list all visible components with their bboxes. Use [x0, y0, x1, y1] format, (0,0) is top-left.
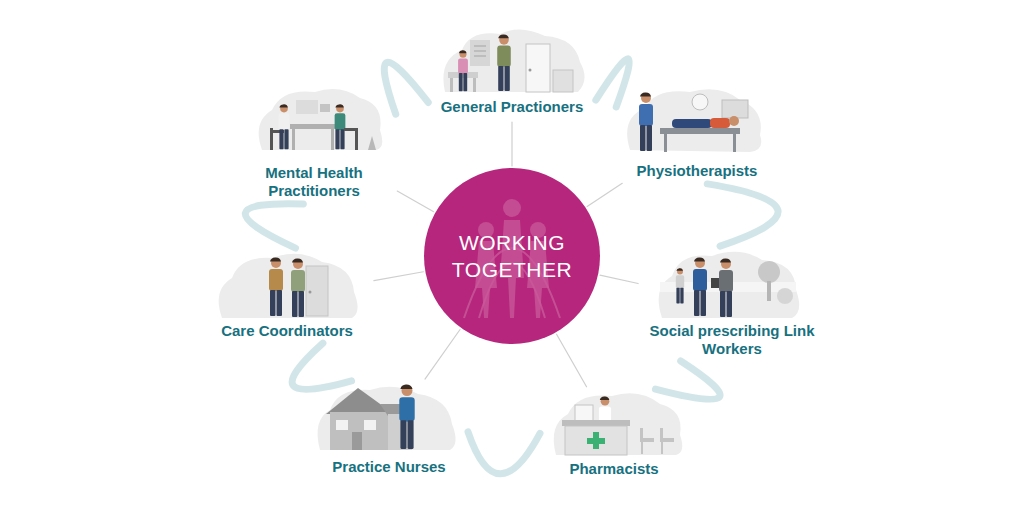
role-node: General Practioners: [432, 28, 592, 116]
role-label: Mental Health Practitioners: [236, 164, 392, 200]
gp-scene: [443, 29, 584, 92]
role-node: Practice Nurses: [314, 384, 464, 476]
spoke-line: [511, 122, 512, 166]
role-node: Social prescribing Link Workers: [644, 250, 820, 358]
ring-arc: [468, 432, 540, 474]
role-node: Physiotherapists: [620, 88, 774, 180]
spoke-line: [600, 275, 638, 283]
care-scene: [219, 254, 358, 318]
mental-health-scene: [259, 89, 383, 150]
ring-arc: [292, 343, 351, 389]
spoke-line: [425, 329, 460, 379]
role-label: Social prescribing Link Workers: [644, 322, 820, 358]
spoke-line: [557, 334, 587, 387]
ring-arc: [655, 361, 720, 399]
ring-arc: [384, 62, 428, 114]
spoke-line: [397, 191, 433, 212]
role-label: General Practioners: [439, 98, 586, 116]
role-label: Practice Nurses: [330, 458, 447, 476]
role-label: Pharmacists: [567, 460, 660, 478]
role-label: Care Coordinators: [219, 322, 355, 340]
nurse-scene: [318, 385, 456, 450]
social-scene: [659, 252, 800, 318]
ring-arc: [707, 184, 778, 246]
role-label: Physiotherapists: [635, 162, 760, 180]
physio-scene: [627, 89, 761, 152]
ring-arc: [596, 59, 630, 107]
spoke-line: [374, 272, 423, 281]
pharmacy-scene: [554, 393, 683, 455]
hub-title: WORKING TOGETHER: [447, 229, 577, 283]
role-node: Mental Health Practitioners: [236, 88, 392, 200]
spoke-line: [587, 183, 622, 206]
role-node: Care Coordinators: [206, 252, 368, 340]
ring-arc: [245, 204, 303, 248]
role-node: Pharmacists: [544, 392, 684, 478]
hub-figures: [424, 168, 600, 344]
hub-circle: WORKING TOGETHER: [424, 168, 600, 344]
